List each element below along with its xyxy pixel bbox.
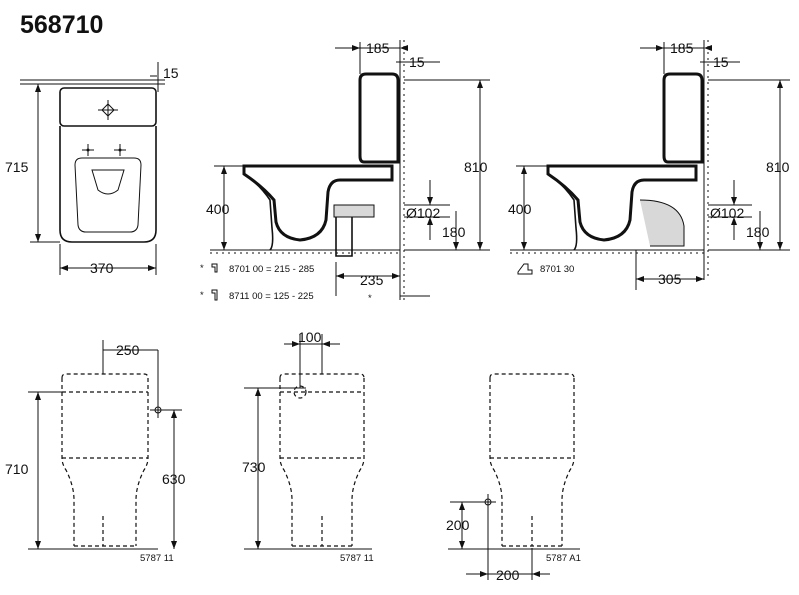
dim-185-left: 185 bbox=[366, 40, 390, 56]
dim-810-left: 810 bbox=[464, 159, 488, 175]
cistern-section-right bbox=[662, 72, 704, 164]
bowl-section-right bbox=[546, 164, 698, 242]
note-star-1: * bbox=[200, 263, 204, 274]
dim-15-right: 15 bbox=[713, 54, 729, 70]
dim-235: 235 bbox=[360, 272, 384, 288]
dim-305: 305 bbox=[658, 271, 682, 287]
dim-100: 100 bbox=[298, 329, 322, 345]
dim-730: 730 bbox=[242, 459, 266, 475]
cistern-plan bbox=[59, 87, 157, 127]
dim-180-left: 180 bbox=[442, 224, 466, 240]
supply-point-icon-2 bbox=[293, 385, 307, 399]
outlet-bend bbox=[639, 199, 685, 247]
outlet-pipe bbox=[333, 204, 375, 218]
dim-200-vertical: 200 bbox=[446, 517, 470, 533]
dim-715: 715 bbox=[5, 159, 29, 175]
product-code-1: 5787 11 bbox=[140, 553, 174, 564]
section-view-right: 185 15 810 400 Ø102 180 305 8701 30 bbox=[508, 40, 790, 290]
product-code-2: 5787 11 bbox=[340, 553, 374, 564]
bend-icon-2 bbox=[211, 289, 218, 301]
product-number: 568710 bbox=[20, 11, 103, 39]
dim-200-horizontal: 200 bbox=[496, 567, 520, 583]
bowl-plan bbox=[59, 126, 157, 243]
dim-d102-left: Ø102 bbox=[406, 205, 440, 221]
dim-250: 250 bbox=[116, 342, 140, 358]
bend-icon-1 bbox=[211, 263, 218, 273]
product-code-3: 5787 A1 bbox=[546, 553, 581, 564]
front-view-1: 250 710 630 5787 11 bbox=[5, 340, 186, 564]
cistern-section bbox=[358, 72, 400, 164]
dim-185-right: 185 bbox=[670, 40, 694, 56]
dim-400-left: 400 bbox=[206, 201, 230, 217]
top-view: 15 715 370 bbox=[5, 62, 179, 276]
front-view-2: 100 730 5787 11 bbox=[242, 329, 374, 564]
bowl-section bbox=[242, 164, 394, 242]
dim-15-plan: 15 bbox=[163, 65, 179, 81]
front-view-3: 200 200 5787 A1 bbox=[446, 373, 581, 583]
section-view-left: 185 15 810 400 Ø102 180 235 * * bbox=[200, 40, 490, 304]
note-star-2: * bbox=[200, 290, 204, 301]
note-8701-30: 8701 30 bbox=[540, 264, 574, 275]
note-8711-00: 8711 00 = 125 - 225 bbox=[229, 291, 314, 302]
dim-180-right: 180 bbox=[746, 224, 770, 240]
note-star: * bbox=[368, 293, 372, 304]
dim-d102-right: Ø102 bbox=[710, 205, 744, 221]
note-8701-00: 8701 00 = 215 - 285 bbox=[229, 264, 314, 275]
dim-370: 370 bbox=[90, 260, 114, 276]
dim-400-right: 400 bbox=[508, 201, 532, 217]
elbow-icon bbox=[517, 263, 533, 275]
dim-810-right: 810 bbox=[766, 159, 790, 175]
dim-630: 630 bbox=[162, 471, 186, 487]
dim-710: 710 bbox=[5, 461, 29, 477]
dim-15-left: 15 bbox=[409, 54, 425, 70]
